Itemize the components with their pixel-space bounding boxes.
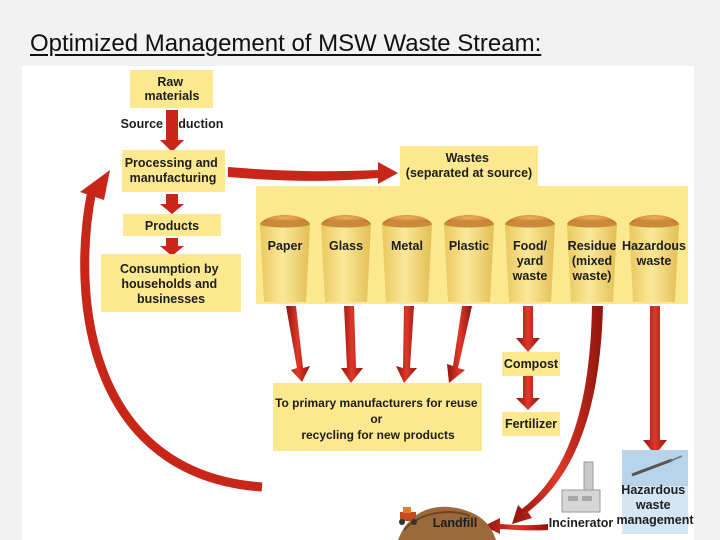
- fertilizer-label: Fertilizer: [505, 417, 557, 431]
- bin-body: [321, 224, 371, 302]
- incinerator-illustration: [561, 461, 601, 513]
- bin-glass: Glass: [321, 215, 371, 302]
- arrow-raw-to-processing: [160, 110, 184, 152]
- hazardous-management-illustration: [622, 450, 688, 534]
- arrow-processing-to-wastes: [228, 162, 398, 184]
- bin-plastic: Plastic: [444, 215, 494, 302]
- bin-rim: [444, 220, 494, 228]
- hazardous-management-label: Hazardous waste management: [616, 483, 694, 527]
- arrow-processing-to-products: [160, 194, 184, 214]
- arrow-residue-landfill-low: [484, 518, 548, 534]
- arrow-metal: [396, 306, 417, 383]
- loop-arrow-head: [80, 170, 110, 200]
- arrow-compost: [516, 376, 540, 410]
- arrow-plastic: [447, 306, 472, 383]
- bin-body: [260, 224, 310, 302]
- reuse-box: [273, 383, 482, 451]
- landfill-label: Landfill: [433, 516, 477, 530]
- arrow-products-to-consumption: [160, 238, 184, 256]
- landfill-illustration: [398, 506, 496, 540]
- compost-label: Compost: [504, 357, 559, 371]
- arrow-residue-landfill: [512, 306, 603, 524]
- products-label: Products: [145, 219, 199, 233]
- bin-label-metal: Metal: [391, 239, 423, 253]
- bin-rim: [567, 220, 617, 228]
- bin-paper: Paper: [260, 215, 310, 302]
- bin-body: [382, 224, 432, 302]
- processing-box: [122, 150, 225, 192]
- loop-arrow: [80, 189, 263, 492]
- wastes-box: [400, 146, 538, 186]
- bin-label-plastic: Plastic: [449, 239, 489, 253]
- bin-body: [629, 224, 679, 302]
- bin-rim: [321, 220, 371, 228]
- bin-rim: [505, 220, 555, 228]
- recycle-arrows: [286, 306, 667, 534]
- bin-body: [505, 224, 555, 302]
- arrow-paper: [286, 306, 310, 382]
- bin-label-glass: Glass: [329, 239, 363, 253]
- processing-label: Processing and manufacturing: [125, 156, 222, 185]
- slide-title: Optimized Management of MSW Waste Stream…: [30, 30, 542, 57]
- bin-rim: [260, 220, 310, 228]
- incinerator-label: Incinerator: [549, 516, 614, 530]
- arrow-food: [516, 306, 540, 352]
- raw-materials-label: Raw materials: [145, 75, 200, 103]
- bin-rim: [629, 220, 679, 228]
- arrow-hazardous: [643, 306, 667, 455]
- wastes-label: Wastes (separated at source): [406, 151, 532, 180]
- consumption-box: [101, 254, 241, 312]
- bin-metal: Metal: [382, 215, 432, 302]
- raw-materials-box: [130, 70, 213, 108]
- reuse-label: To primary manufacturers for reuse or re…: [275, 396, 481, 442]
- bin-rim: [382, 220, 432, 228]
- compost-box: [502, 352, 560, 376]
- bin-body: [567, 224, 617, 302]
- products-box: [123, 214, 221, 236]
- bin-label-paper: Paper: [268, 239, 303, 253]
- arrow-glass: [341, 306, 363, 383]
- consumption-label: Consumption by households and businesses: [120, 262, 222, 306]
- bin-body: [444, 224, 494, 302]
- fertilizer-box: [502, 412, 560, 436]
